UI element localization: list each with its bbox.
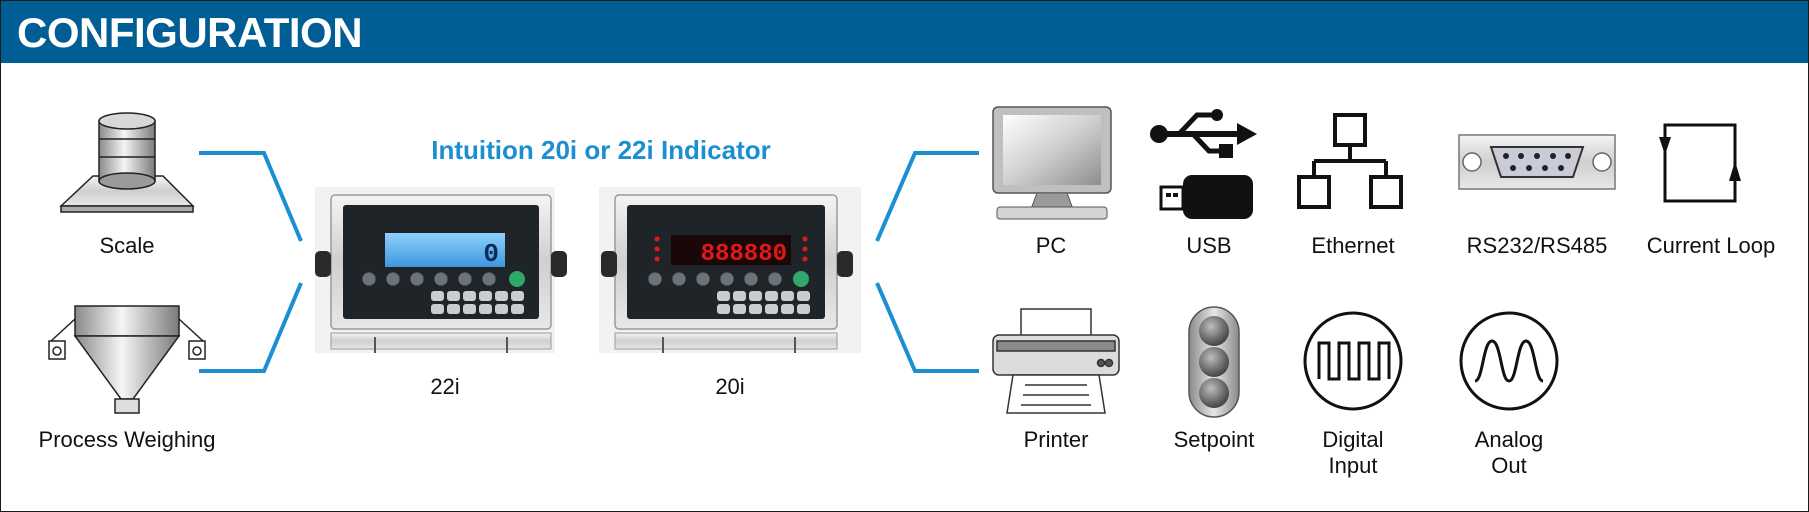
ethernet-icon [1297,113,1403,209]
output-label-printer: Printer [1023,427,1089,452]
output-label-pc: PC [1035,233,1067,258]
output-label-usb: USB [1186,233,1232,258]
indicator-22i: 0 [315,187,567,353]
square-wave-icon [1303,311,1403,411]
input-label-scale: Scale [99,233,155,258]
header-bar: CONFIGURATION [1,1,1808,63]
indicator-20i: 888880 [599,187,861,353]
input-label-process-weighing: Process Weighing [38,427,216,452]
output-label-current-loop: Current Loop [1646,233,1776,258]
lcd-readout: 0 [483,239,499,269]
connector-out-top [875,151,979,242]
connector-lines [199,151,979,373]
printer-icon [992,308,1120,414]
pc-monitor-icon [992,106,1112,220]
connector-scale [199,151,303,242]
db9-connector-icon [1458,134,1616,190]
setpoint-light-icon [1188,306,1240,418]
hopper-icon [48,305,206,414]
usb-icon [1150,109,1257,219]
model-label-22i: 22i [430,374,460,399]
page-title: CONFIGURATION [17,9,363,56]
connector-out-bottom [875,282,979,373]
output-label-setpoint: Setpoint [1173,427,1255,452]
output-label-analog: Analog [1474,427,1544,452]
led-readout: 888880 [701,241,787,268]
output-label-out: Out [1491,453,1527,478]
output-label-rs232-rs485: RS232/RS485 [1466,233,1608,258]
output-label-input: Input [1328,453,1378,478]
lcd-display [385,233,505,267]
output-label-ethernet: Ethernet [1311,233,1395,258]
indicator-title: Intuition 20i or 22i Indicator [431,135,771,165]
sine-wave-icon [1459,311,1559,411]
output-label-digital: Digital [1322,427,1384,452]
led-display [671,235,791,265]
model-label-20i: 20i [715,374,745,399]
scale-icon [59,112,195,213]
current-loop-icon [1659,123,1741,203]
connector-process [199,282,303,373]
